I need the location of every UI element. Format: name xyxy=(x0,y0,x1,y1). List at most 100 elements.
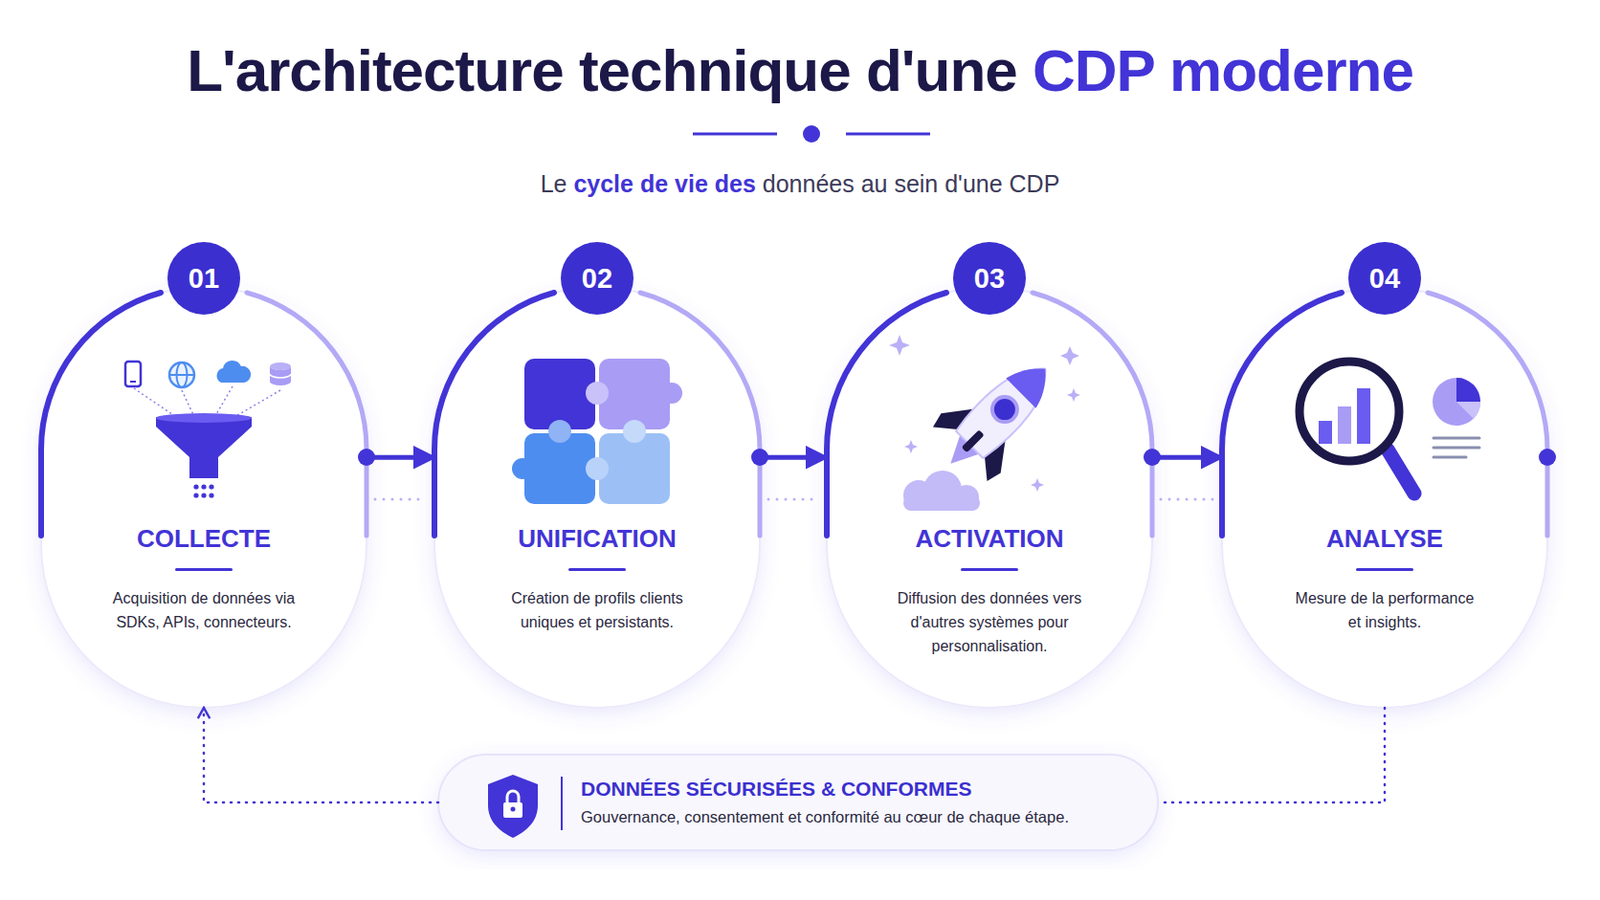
card-arc xyxy=(1427,292,1548,536)
subtitle-word: données xyxy=(762,170,862,198)
feedback-connector xyxy=(203,708,439,803)
subtitle-word: Le xyxy=(540,170,575,198)
subtitle: Le cycle de vie des données au sein d'un… xyxy=(0,170,1600,199)
subtitle-word: sein xyxy=(893,170,945,198)
rocket-icon xyxy=(888,334,1081,512)
stage-card: 01COLLECTEAcquisition de données via SDK… xyxy=(41,287,367,709)
rocket-icon xyxy=(903,495,980,512)
rocket-icon xyxy=(1066,388,1081,402)
subtitle-word: des xyxy=(714,170,763,198)
collect-icon xyxy=(208,484,214,489)
title-word: moderne xyxy=(1169,37,1414,104)
rocket-icon xyxy=(953,353,1062,462)
title-ornament xyxy=(802,125,821,143)
step-description: Acquisition de données via SDKs, APIs, c… xyxy=(110,586,298,635)
band-title: DONNÉES SÉCURISÉES & CONFORMES xyxy=(580,777,972,801)
analysis-icon xyxy=(1318,421,1333,445)
puzzle-icon xyxy=(548,420,572,444)
band-shape xyxy=(438,755,1158,851)
stage-card-shape xyxy=(41,287,367,709)
analysis-icon xyxy=(1299,361,1400,462)
card-arc xyxy=(1538,448,1556,467)
rocket-icon xyxy=(888,334,911,356)
analysis-icon xyxy=(1433,446,1480,450)
title-ornament xyxy=(692,125,931,143)
step-title: COLLECTE xyxy=(41,524,367,555)
analysis-icon xyxy=(1433,438,1480,458)
title-rule xyxy=(1355,568,1414,572)
collect-icon xyxy=(208,492,214,498)
collect-icon xyxy=(193,492,199,498)
analysis-icon xyxy=(1456,377,1481,402)
step-description: Création de profils clients uniques et p… xyxy=(503,586,691,635)
analysis-icon xyxy=(1387,449,1415,494)
band-description: Gouvernance, consentement et conformité … xyxy=(580,808,1069,827)
rocket-icon xyxy=(888,334,1081,492)
collect-icon xyxy=(169,374,195,377)
subtitle-word: cycle xyxy=(573,170,641,198)
stage-card-shape xyxy=(434,287,760,709)
shield-icon xyxy=(511,807,516,813)
feedback-connector xyxy=(1157,708,1385,803)
title-ornament xyxy=(692,133,778,136)
shield-icon xyxy=(488,775,562,839)
collect-icon xyxy=(269,374,291,378)
collect-icon xyxy=(130,380,136,383)
stage-card-shape xyxy=(1222,287,1548,709)
rocket-icon xyxy=(920,339,1075,494)
subtitle-word: d'une xyxy=(944,170,1009,198)
step-title: ACTIVATION xyxy=(826,524,1153,555)
puzzle-icon xyxy=(524,358,596,430)
collect-icon xyxy=(200,492,206,498)
puzzle-icon xyxy=(599,358,670,430)
step-number: 02 xyxy=(560,242,634,315)
title-rule xyxy=(568,568,626,572)
puzzle-icon xyxy=(511,358,683,505)
step-title: UNIFICATION xyxy=(434,524,760,555)
puzzle-icon xyxy=(585,457,609,481)
step-number: 01 xyxy=(167,242,241,315)
title-word: CDP xyxy=(1032,37,1170,104)
card-arc xyxy=(41,292,1556,536)
gap-dots xyxy=(768,498,821,502)
puzzle-icon xyxy=(661,382,683,404)
subtitle-word: de xyxy=(640,170,675,198)
rocket-icon xyxy=(903,470,980,512)
shield-icon xyxy=(507,791,519,804)
shield-icon xyxy=(488,775,538,839)
stage-card-shape xyxy=(826,287,1153,709)
title-rule xyxy=(960,568,1019,572)
collect-icon xyxy=(217,360,252,383)
subtitle-word: CDP xyxy=(1009,170,1061,198)
analysis-icon xyxy=(1337,406,1352,445)
stage-card-shape xyxy=(41,287,1548,709)
analysis-icon xyxy=(1356,388,1371,445)
rocket-icon xyxy=(987,392,1023,428)
card-arc xyxy=(246,292,367,536)
collect-icon xyxy=(155,413,252,423)
puzzle-icon xyxy=(511,458,534,480)
rocket-icon xyxy=(904,440,918,454)
band-shape xyxy=(438,755,1158,851)
stage-card: 03ACTIVATIONDiffusion des données vers d… xyxy=(826,287,1153,709)
subtitle-word: vie xyxy=(674,170,715,198)
step-description: Mesure de la performance et insights. xyxy=(1290,586,1479,635)
shield-icon xyxy=(503,802,523,819)
puzzle-icon xyxy=(524,433,596,505)
step-number: 03 xyxy=(953,242,1026,315)
flow-arrow xyxy=(759,455,827,461)
collect-icon xyxy=(169,362,195,388)
rocket-icon xyxy=(961,429,985,453)
analysis-icon xyxy=(1433,456,1467,460)
analysis-icon xyxy=(1299,361,1481,494)
title-rule xyxy=(175,568,233,572)
gap-dots xyxy=(1160,498,1215,502)
collect-icon xyxy=(193,484,199,489)
title-word: L'architecture xyxy=(186,37,579,104)
card-arc xyxy=(41,292,161,536)
stage-card: 02UNIFICATIONCréation de profils clients… xyxy=(434,287,760,709)
puzzle-icon xyxy=(599,433,670,505)
